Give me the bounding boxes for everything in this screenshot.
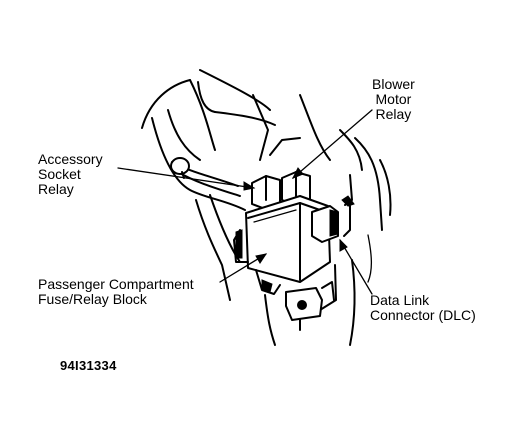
wiring-harness <box>170 157 241 197</box>
dlc-arrowhead <box>339 238 348 252</box>
accessory-relay-leader <box>117 167 255 189</box>
blower-relay-leader <box>292 109 373 179</box>
leader-lines <box>117 109 373 295</box>
accessory-relay-arrowhead <box>243 181 256 191</box>
fuse-block-arrowhead <box>255 253 268 264</box>
accessory-socket-relay-label: Accessory Socket Relay <box>38 151 103 197</box>
dlc-leader <box>339 239 373 295</box>
data-link-connector <box>311 195 355 243</box>
fuse-relay-block <box>233 195 331 295</box>
figure-id: 94I31334 <box>60 358 117 373</box>
fuse-relay-block-label: Passenger Compartment Fuse/Relay Block <box>38 276 194 307</box>
blower-relay-arrowhead <box>291 167 304 179</box>
mounting-bracket <box>285 281 335 321</box>
data-link-connector-label: Data Link Connector (DLC) <box>370 292 476 323</box>
blower-motor-relay-label: Blower Motor Relay <box>372 76 415 122</box>
